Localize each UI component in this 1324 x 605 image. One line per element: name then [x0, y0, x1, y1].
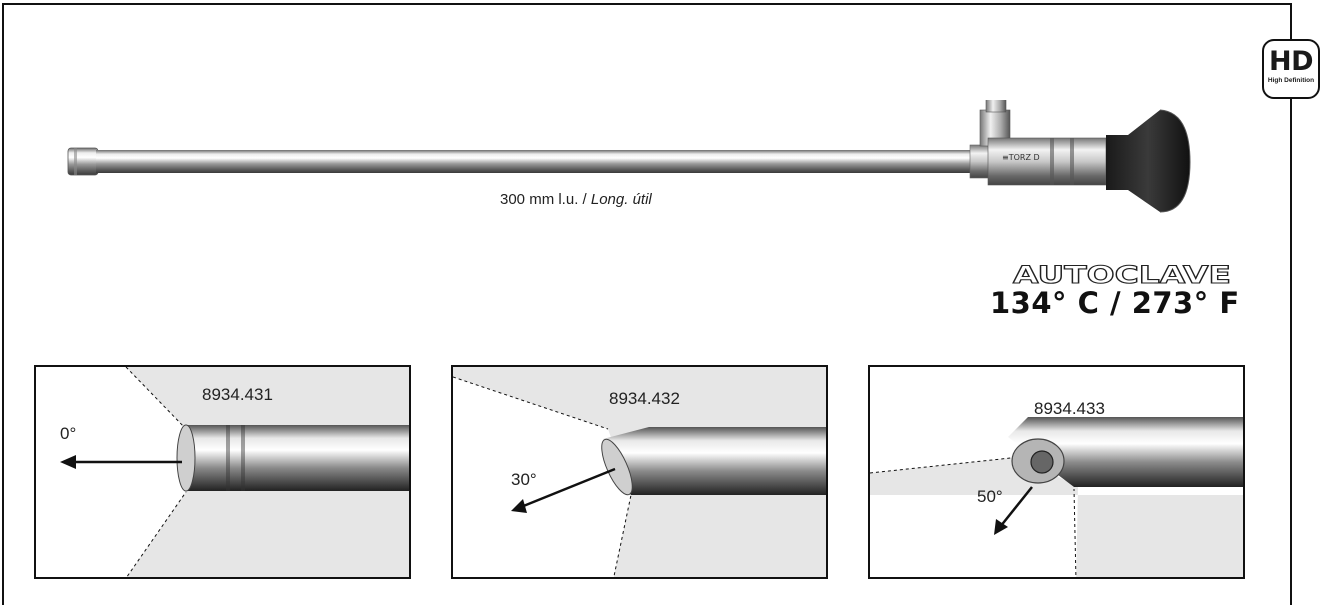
hd-badge-subtitle: High Definition: [1267, 77, 1315, 84]
frame-right-border: [1290, 3, 1292, 605]
hd-badge-title: HD: [1268, 46, 1314, 77]
scope-tube: [603, 427, 826, 495]
autoclave-label: AUTOCLAVE: [1012, 262, 1231, 286]
view-direction-arrow: [520, 467, 616, 509]
scope-lens: [176, 424, 196, 492]
detail-angle: 50°: [977, 487, 1003, 506]
detail-view-30deg: [453, 367, 826, 577]
fov-line-right: [1073, 488, 1077, 577]
detail-panel-0deg: 8934.431 0°: [34, 365, 411, 579]
scope-engraving: ≡TORZ D: [1002, 153, 1040, 162]
view-direction-arrow: [999, 486, 1033, 528]
autoclave-text: AUTOCLAVE: [1013, 262, 1231, 286]
light-post-connector: [985, 100, 1007, 113]
scope-tube: [1008, 417, 1243, 487]
detail-angle: 0°: [60, 424, 77, 443]
endoscope-illustration: ≡TORZ D: [67, 100, 1191, 213]
fov-line-upper: [125, 367, 187, 430]
fov-line-lower: [613, 494, 632, 577]
detail-code: 8934.433: [1034, 399, 1105, 418]
detail-angle: 30°: [511, 470, 537, 489]
scope-tube: [186, 425, 409, 491]
detail-view-0deg: [60, 367, 409, 577]
eyepiece: [1106, 110, 1190, 212]
length-caption-text: 300 mm l.u. /: [500, 191, 591, 208]
fov-line-lower: [126, 491, 187, 577]
detail-view-50deg: [870, 367, 1243, 577]
autoclave-temperature: 134° C / 273° F: [990, 286, 1240, 320]
detail-code: 8934.432: [609, 389, 680, 408]
detail-panel-50deg: 8934.433 50°: [868, 365, 1245, 579]
scope-tip: [67, 147, 99, 176]
length-caption: 300 mm l.u. / Long. útil: [500, 191, 652, 208]
length-caption-italic: Long. útil: [590, 191, 652, 208]
scope-shaft: [96, 150, 976, 173]
detail-panel-30deg: 8934.432 30°: [451, 365, 828, 579]
frame-left-border: [2, 3, 4, 605]
fov-line-left: [870, 456, 1021, 474]
scope-collar: [969, 144, 991, 179]
detail-code: 8934.431: [202, 385, 273, 404]
scope-body: [987, 137, 1107, 186]
hd-badge: HD High Definition: [1262, 39, 1320, 99]
frame-top-border: [2, 3, 1292, 5]
